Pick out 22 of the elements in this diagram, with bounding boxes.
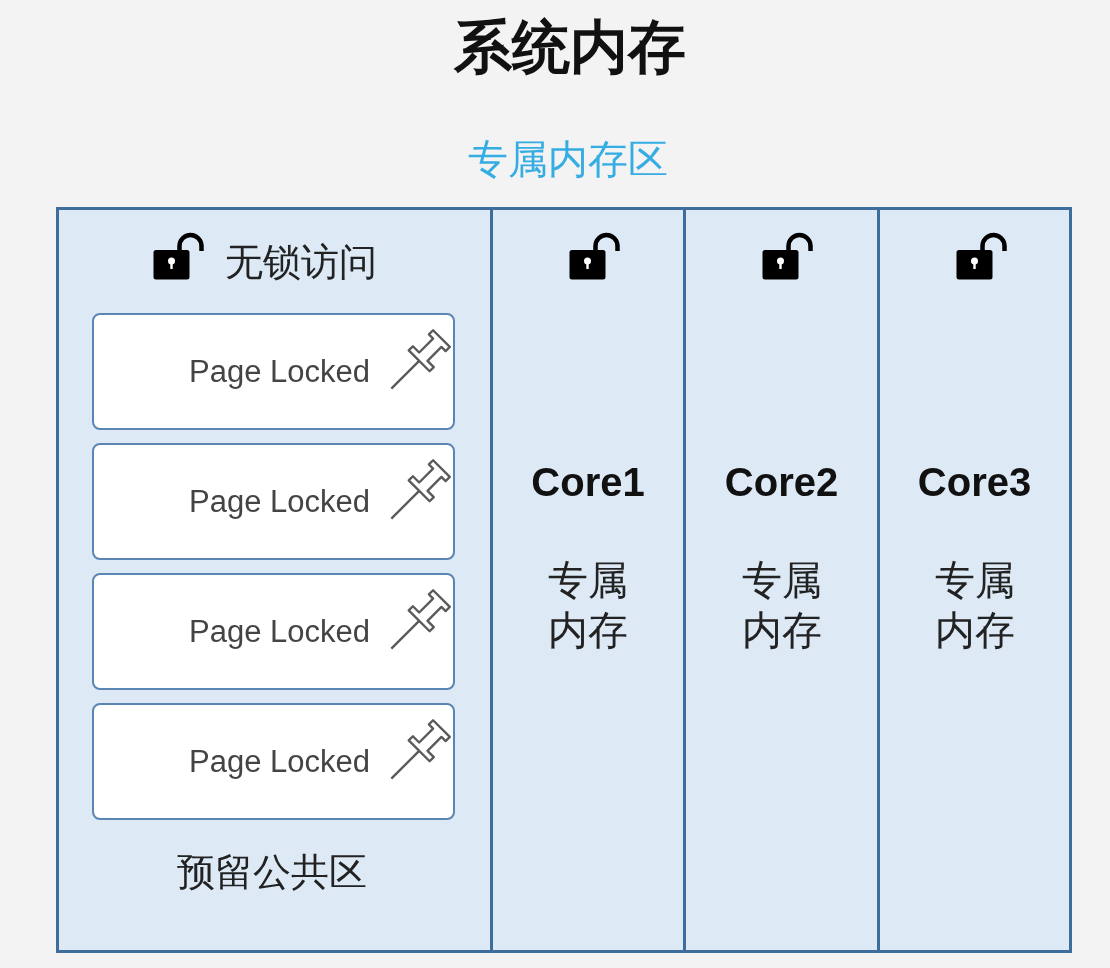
page-label: Page Locked [189, 613, 370, 651]
page-label: Page Locked [189, 483, 370, 521]
page-label: Page Locked [189, 353, 370, 391]
memory-label: 专属内存 [933, 557, 1016, 654]
title: 系统内存 [454, 13, 686, 81]
column-heading: 无锁访问 [225, 240, 377, 285]
page-box [92, 443, 455, 560]
memory-column [490, 207, 686, 953]
core-label: Core1 [531, 459, 645, 506]
page-box [92, 313, 455, 430]
page-box [92, 573, 455, 690]
region-label: 预留公共区 [177, 850, 367, 895]
memory-column [56, 207, 493, 953]
page-label: Page Locked [189, 743, 370, 781]
memory-column [683, 207, 880, 953]
memory-label: 专属内存 [740, 557, 823, 654]
core-label: Core3 [917, 459, 1032, 506]
section-label: 专属内存区 [468, 136, 668, 183]
core-label: Core2 [724, 459, 839, 506]
page-box [92, 703, 455, 820]
memory-label: 专属内存 [547, 557, 629, 654]
memory-column [877, 207, 1072, 953]
